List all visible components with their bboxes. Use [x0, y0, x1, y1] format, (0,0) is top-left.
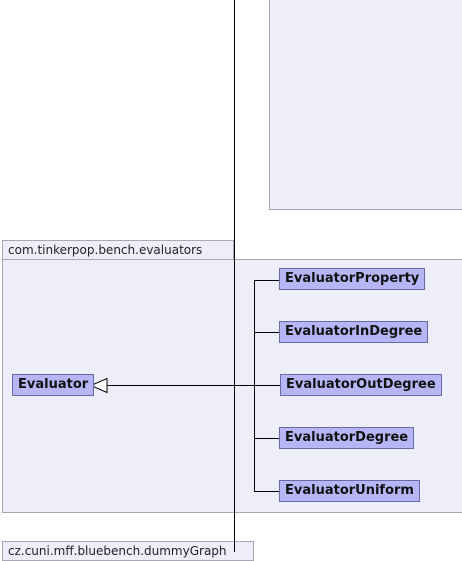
package-name-evaluators: com.tinkerpop.bench.evaluators	[8, 243, 203, 257]
class-evaluator[interactable]: Evaluator	[12, 374, 95, 396]
package-name-dummy-graph: cz.cuni.mff.bluebench.dummyGraph	[8, 544, 227, 558]
class-evaluator-degree[interactable]: EvaluatorDegree	[279, 427, 415, 449]
package-box-top	[269, 0, 462, 210]
class-evaluator-property[interactable]: EvaluatorProperty	[279, 268, 426, 290]
class-evaluator-in-degree[interactable]: EvaluatorInDegree	[279, 321, 429, 343]
package-tab-evaluators: com.tinkerpop.bench.evaluators	[2, 240, 234, 260]
class-evaluator-out-degree[interactable]: EvaluatorOutDegree	[280, 374, 442, 396]
class-evaluator-uniform[interactable]: EvaluatorUniform	[279, 480, 420, 502]
package-tab-dummy-graph: cz.cuni.mff.bluebench.dummyGraph	[2, 541, 254, 561]
